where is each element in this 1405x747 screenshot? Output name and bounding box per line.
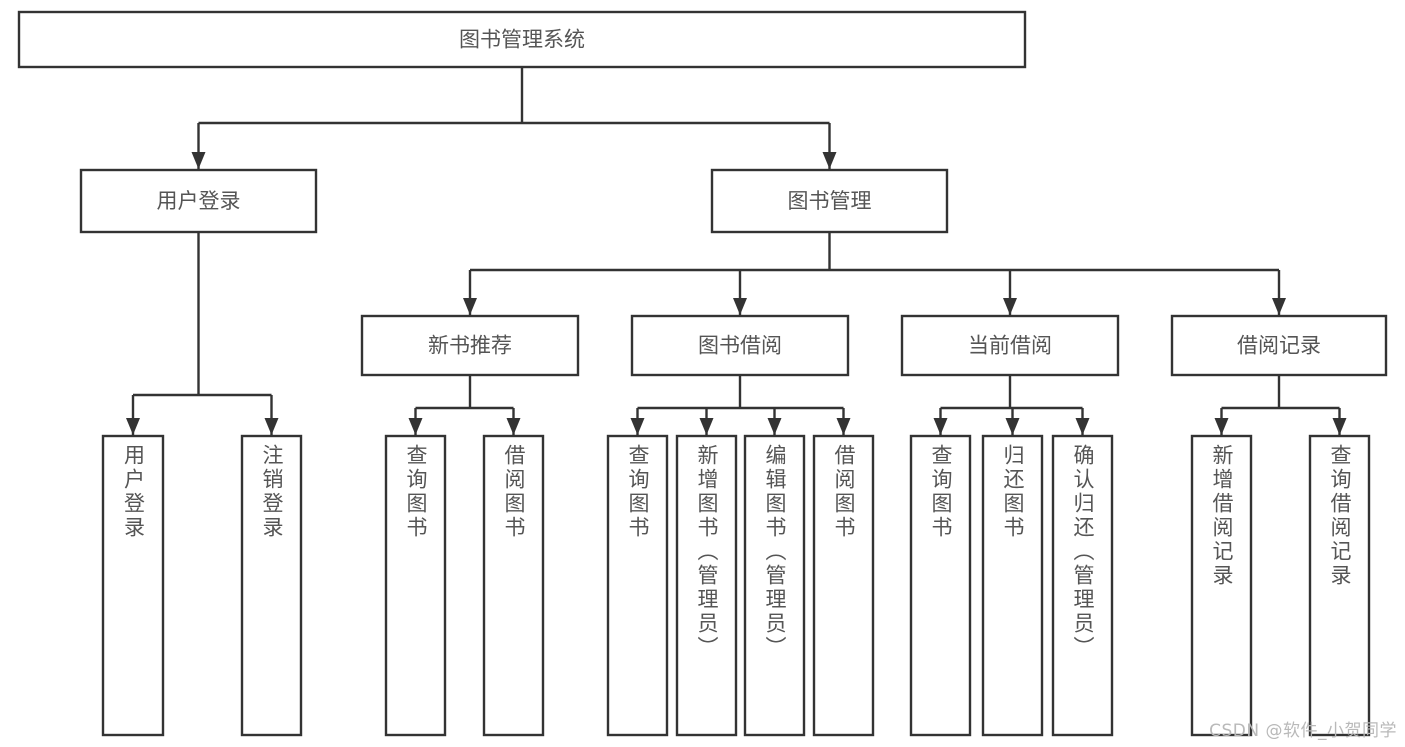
node-leaf-add-book-admin-box[interactable] (675, 434, 738, 737)
new-book-recommend-arrow-1 (506, 418, 521, 435)
root-arrow-1 (822, 152, 837, 169)
current-borrow-arrow-1 (1005, 418, 1020, 435)
node-book-borrow-label: 图书借阅 (698, 334, 782, 358)
current-borrow-arrow-2 (1075, 418, 1090, 435)
node-root-label: 图书管理系统 (459, 28, 585, 52)
node-leaf-query-record-box[interactable] (1308, 434, 1371, 737)
node-new-book-recommend-label: 新书推荐 (428, 334, 512, 358)
node-leaf-query-book-2-box[interactable] (606, 434, 669, 737)
node-leaf-query-book-1-box[interactable] (384, 434, 447, 737)
book-borrow-arrow-2 (767, 418, 782, 435)
node-leaf-user-login-box[interactable] (101, 434, 165, 737)
connector-layer (126, 67, 1347, 435)
node-user-login-box[interactable] (79, 168, 318, 234)
new-book-recommend-arrow-0 (408, 418, 423, 435)
node-book-management-box[interactable] (710, 168, 949, 234)
borrow-record-arrow-0 (1214, 418, 1229, 435)
book-management-arrow-2 (1003, 298, 1017, 315)
book-management-arrow-0 (463, 298, 477, 315)
book-management-arrow-3 (1272, 298, 1286, 315)
watermark-text: CSDN @软件_小贺同学 (1209, 721, 1397, 741)
user-login-arrow-1 (264, 418, 279, 435)
node-borrow-record-box[interactable] (1170, 314, 1388, 377)
node-leaf-user-logout-box[interactable] (240, 434, 303, 737)
node-current-borrow-box[interactable] (900, 314, 1120, 377)
node-book-borrow-box[interactable] (630, 314, 850, 377)
book-borrow-arrow-1 (699, 418, 714, 435)
current-borrow-arrow-0 (933, 418, 948, 435)
book-borrow-arrow-0 (630, 418, 645, 435)
node-leaf-borrow-book-2-box[interactable] (812, 434, 875, 737)
node-borrow-record-label: 借阅记录 (1237, 334, 1321, 358)
node-leaf-query-book-3-box[interactable] (909, 434, 972, 737)
node-leaf-borrow-book-1-box[interactable] (482, 434, 545, 737)
book-management-arrow-1 (733, 298, 747, 315)
borrow-record-arrow-1 (1332, 418, 1347, 435)
node-book-management-label: 图书管理 (788, 189, 872, 213)
user-login-arrow-0 (126, 418, 140, 435)
node-leaf-edit-book-admin-box[interactable] (743, 434, 806, 737)
node-box-layer (17, 10, 1388, 737)
book-borrow-arrow-3 (836, 418, 851, 435)
node-new-book-recommend-box[interactable] (360, 314, 580, 377)
node-root-box[interactable] (17, 10, 1027, 69)
node-leaf-add-record-box[interactable] (1190, 434, 1253, 737)
node-current-borrow-label: 当前借阅 (968, 334, 1052, 358)
root-arrow-0 (191, 152, 206, 169)
node-user-login-label: 用户登录 (157, 189, 241, 213)
node-leaf-confirm-return-admin-box[interactable] (1051, 434, 1114, 737)
node-leaf-return-book-box[interactable] (981, 434, 1044, 737)
